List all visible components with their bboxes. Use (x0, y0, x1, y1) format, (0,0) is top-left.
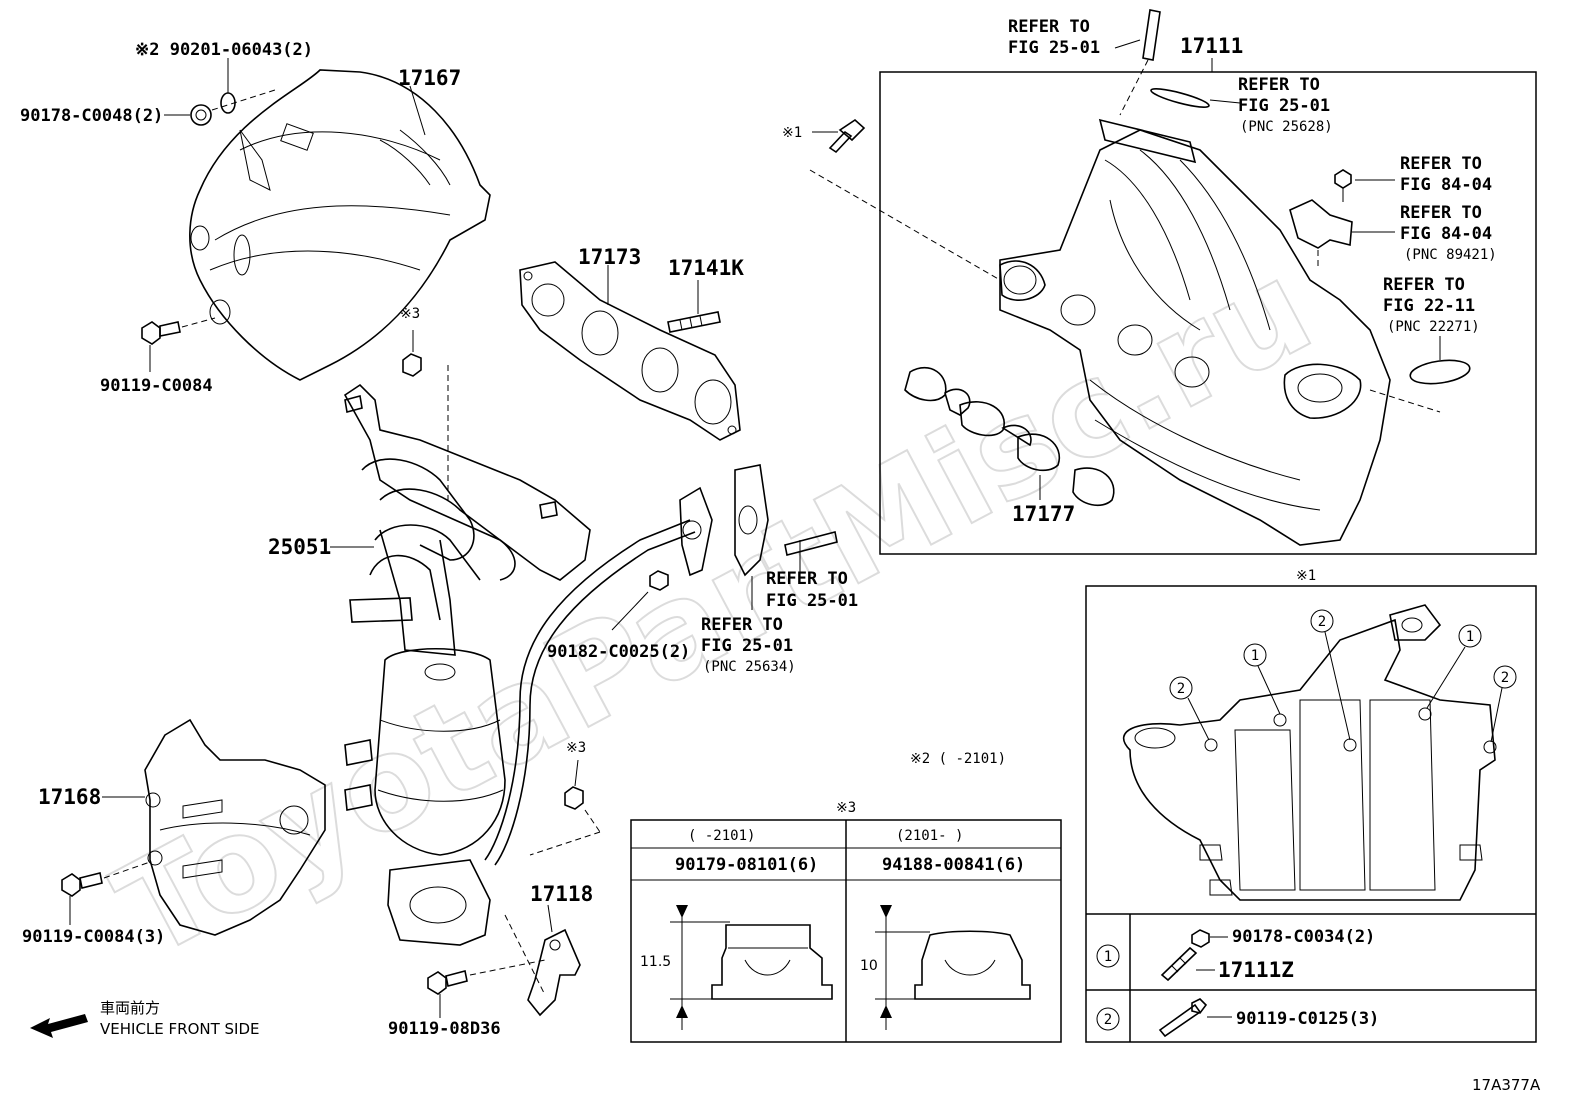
label-90119-c0084: 90119-C0084 (100, 376, 213, 396)
label-17168: 17168 (38, 785, 101, 809)
label-90119-c0125: 90119-C0125(3) (1236, 1009, 1379, 1029)
callout-2-b: 2 (1169, 676, 1210, 741)
svg-text:REFER TO: REFER TO (1008, 17, 1090, 37)
gasket-17177-drawing (904, 366, 1115, 507)
nut-94188-drawing (875, 905, 1031, 1030)
callout-1-b: 1 (1426, 624, 1482, 709)
callout-1-a: 1 (1243, 643, 1281, 715)
label-90178-c0048: 90178-C0048(2) (20, 106, 163, 126)
note3-mid: ※3 (566, 740, 586, 756)
label-17111z: 17111Z (1218, 958, 1294, 982)
callout-2-c: 2 (1490, 665, 1517, 743)
nut-col1-dim: 11.5 (640, 954, 671, 970)
label-17177: 17177 (1012, 502, 1075, 526)
nut-col1-part: 90179-08101(6) (675, 855, 818, 875)
label-90178-c0034: 90178-C0034(2) (1232, 927, 1375, 947)
svg-text:REFER TO: REFER TO (766, 569, 848, 589)
bolt-90119-c0084-drawing (141, 321, 181, 345)
label-17118: 17118 (530, 882, 593, 906)
refer-fig-25-01-stud: REFER TO FIG 25-01 (766, 569, 858, 611)
row2-number: 2 (1104, 1012, 1112, 1028)
nut-col2-dim: 10 (860, 958, 878, 974)
nut-90178-c0048-drawing (190, 104, 212, 126)
heat-insulator-17167-drawing (189, 69, 491, 381)
label-90119-c0084-3: 90119-C0084(3) (22, 927, 165, 947)
nut-col2-part: 94188-00841(6) (882, 855, 1025, 875)
nut-col1-range: ( -2101) (688, 828, 755, 844)
svg-text:(PNC 25634): (PNC 25634) (703, 659, 796, 675)
heat-insulator-17168-drawing (144, 718, 326, 936)
callout-label: 2 (1501, 670, 1509, 686)
svg-text:(PNC 25628): (PNC 25628) (1240, 119, 1333, 135)
label-17141k: 17141K (668, 256, 744, 280)
nut-90179-drawing (670, 905, 833, 1030)
figure-code: 17A377A (1472, 1076, 1541, 1094)
refer-fig-25-01-top: REFER TO FIG 25-01 (1008, 17, 1100, 58)
exhaust-manifold-25051-drawing (343, 383, 713, 946)
svg-text:FIG 25-01: FIG 25-01 (1238, 96, 1330, 116)
detail-1-frame (1085, 585, 1537, 1043)
intake-manifold-detail-drawing (1123, 604, 1497, 901)
svg-text:REFER TO: REFER TO (1400, 203, 1482, 223)
svg-text:FIG 25-01: FIG 25-01 (701, 636, 793, 656)
note1-box-title: ※1 (1296, 568, 1316, 584)
callout-label: 2 (1318, 614, 1326, 630)
label-17111: 17111 (1180, 34, 1243, 58)
intake-manifold-frame (879, 71, 1537, 555)
refer-fig-25-01-pnc-25634: REFER TO FIG 25-01 (PNC 25634) (701, 615, 796, 675)
svg-text:FIG 25-01: FIG 25-01 (766, 591, 858, 611)
label-25051: 25051 (268, 535, 331, 559)
stud-17141k-drawing (667, 311, 721, 333)
callout-2-a: 2 (1310, 609, 1351, 741)
svg-text:(PNC 89421): (PNC 89421) (1404, 247, 1497, 263)
svg-text:(PNC 22271): (PNC 22271) (1387, 319, 1480, 335)
front-side-jp: 車両前方 (100, 999, 160, 1017)
refer-fig-25-01-pnc-25628: REFER TO FIG 25-01 (PNC 25628) (1238, 75, 1333, 135)
note3-top: ※3 (400, 306, 420, 322)
refer-fig-84-04-pnc-89421: REFER TO FIG 84-04 (PNC 89421) (1400, 203, 1497, 263)
svg-text:REFER TO: REFER TO (1400, 154, 1482, 174)
callout-label: 2 (1177, 681, 1185, 697)
front-arrow-icon (30, 1014, 88, 1038)
svg-text:FIG 22-11: FIG 22-11 (1383, 296, 1475, 316)
refer-fig-84-04: REFER TO FIG 84-04 (1400, 154, 1492, 195)
svg-text:REFER TO: REFER TO (1238, 75, 1320, 95)
row1-number: 1 (1104, 949, 1112, 965)
label-17173: 17173 (578, 245, 641, 269)
refer-fig-22-11-pnc-22271: REFER TO FIG 22-11 (PNC 22271) (1383, 275, 1480, 335)
intake-manifold-17111-drawing (999, 118, 1391, 546)
callout-label: 1 (1466, 629, 1474, 645)
callout-label: 1 (1251, 648, 1259, 664)
label-90182-c0025: 90182-C0025(2) (547, 642, 690, 662)
label-17167: 17167 (398, 66, 461, 90)
note2-range: ※2 ( -2101) (910, 751, 1006, 767)
svg-text:REFER TO: REFER TO (701, 615, 783, 635)
bracket-17118-drawing (527, 928, 581, 1017)
nut-table-title: ※3 (836, 800, 856, 816)
front-side-en: VEHICLE FRONT SIDE (100, 1020, 260, 1038)
note1-bolt: ※1 (782, 125, 802, 141)
svg-text:FIG 84-04: FIG 84-04 (1400, 224, 1492, 244)
gasket-17173-drawing (519, 261, 741, 441)
svg-text:REFER TO: REFER TO (1383, 275, 1465, 295)
nut-col2-range: (2101- ) (896, 828, 963, 844)
svg-text:FIG 25-01: FIG 25-01 (1008, 38, 1100, 58)
svg-text:FIG 84-04: FIG 84-04 (1400, 175, 1492, 195)
label-90201-06043: ※2 90201-06043(2) (135, 40, 313, 60)
label-90119-08d36: 90119-08D36 (388, 1019, 501, 1039)
